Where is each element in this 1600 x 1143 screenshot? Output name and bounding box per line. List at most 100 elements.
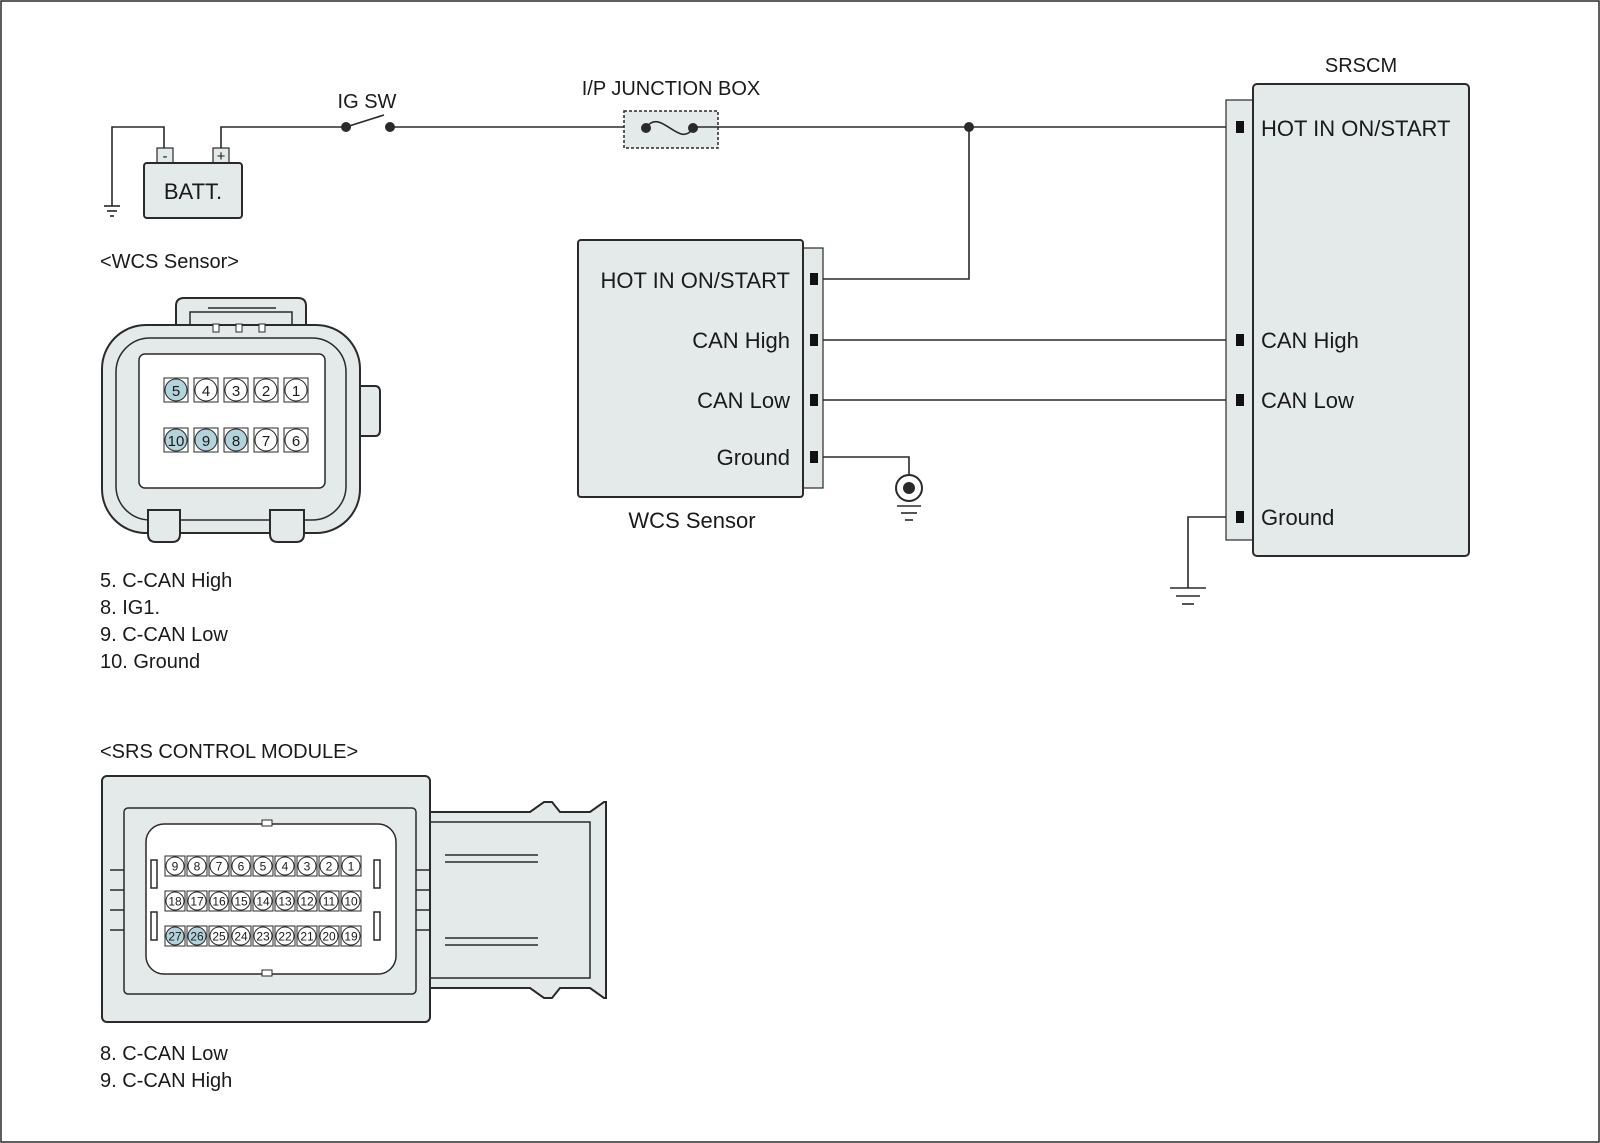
srs-pin-number: 26 — [190, 930, 204, 944]
srs-pin-2: 2 — [318, 855, 340, 877]
srs-guide-slot — [150, 859, 158, 889]
wcs-bottom-tab-left — [147, 509, 181, 543]
srs-pin-17: 17 — [186, 890, 208, 912]
wcs-pin-2: 2 — [253, 377, 279, 403]
wcs-sensor-caption: WCS Sensor — [628, 508, 755, 533]
wcs-pin-label-can-high: CAN High — [692, 328, 790, 353]
fuse-icon — [641, 120, 698, 136]
battery-positive-label: + — [217, 148, 226, 165]
srs-pin-number: 15 — [234, 895, 248, 909]
wcs-pin-label-ground: Ground — [717, 445, 790, 470]
srs-pin-legend: 8. C-CAN Low 9. C-CAN High — [100, 1043, 232, 1092]
srs-pin-6: 6 — [230, 855, 252, 877]
wcs-sensor-module: HOT IN ON/START CAN High CAN Low Ground — [577, 239, 824, 498]
srs-pin-number: 11 — [323, 895, 336, 909]
srs-pin-number: 9 — [172, 860, 179, 874]
srs-pin-24: 24 — [230, 925, 252, 947]
srs-pin-number: 27 — [168, 930, 182, 944]
srs-pin-number: 13 — [278, 895, 292, 909]
wcs-pin-number: 1 — [292, 383, 300, 400]
srs-pin-number: 8 — [194, 860, 201, 874]
wcs-pin-hot — [810, 273, 818, 285]
srs-pin-number: 24 — [234, 930, 248, 944]
srscm-ground-wire — [1187, 516, 1232, 588]
srs-pin-number: 18 — [168, 895, 182, 909]
ignition-switch-icon — [341, 114, 395, 132]
srs-pin-27: 27 — [164, 925, 186, 947]
battery-label: BATT. — [164, 179, 222, 204]
signal-ground-icon — [895, 474, 923, 521]
srs-pin-number: 4 — [282, 860, 289, 874]
wcs-pin-9: 9 — [193, 427, 219, 453]
wcs-pin-number: 7 — [262, 433, 270, 450]
wcs-pin-7: 7 — [253, 427, 279, 453]
splice-to-wcs-power-wire — [818, 127, 970, 280]
srs-pin-18: 18 — [164, 890, 186, 912]
wcs-pin-6: 6 — [283, 427, 309, 453]
srs-pin-14: 14 — [252, 890, 274, 912]
srscm-title: SRSCM — [1325, 55, 1397, 77]
srs-pin-number: 21 — [300, 930, 314, 944]
srs-pin-16: 16 — [208, 890, 230, 912]
srs-pin-21: 21 — [296, 925, 318, 947]
srscm-pin-can-high — [1236, 334, 1244, 346]
srs-pin-number: 20 — [322, 930, 336, 944]
battery-ground-wire — [111, 126, 165, 206]
srs-side-notches — [110, 869, 430, 931]
srs-connector-title: <SRS CONTROL MODULE> — [100, 741, 358, 763]
srs-pin-19: 19 — [340, 925, 362, 947]
wcs-pin-legend: 5. C-CAN High 8. IG1. 9. C-CAN Low 10. G… — [100, 570, 232, 673]
srs-pin-7: 7 — [208, 855, 230, 877]
srs-pin-number: 12 — [300, 895, 314, 909]
wcs-pin-number: 2 — [262, 383, 270, 400]
srs-pin-25: 25 — [208, 925, 230, 947]
srs-pin-number: 5 — [260, 860, 267, 874]
srs-pin-20: 20 — [318, 925, 340, 947]
srscm-pin-label-hot: HOT IN ON/START — [1261, 116, 1450, 141]
wcs-pin-can-low — [810, 394, 818, 406]
srs-pin-number: 22 — [278, 930, 292, 944]
wcs-legend-item: 8. IG1. — [100, 597, 160, 619]
srs-pin-number: 25 — [212, 930, 226, 944]
srscm-pin-ground — [1236, 511, 1244, 523]
srscm-module: HOT IN ON/START CAN High CAN Low Ground — [1225, 83, 1470, 557]
wcs-connector-title: <WCS Sensor> — [100, 251, 239, 273]
battery-positive-wire — [220, 126, 346, 148]
srs-pin-number: 14 — [256, 895, 270, 909]
wcs-legend-item: 10. Ground — [100, 651, 200, 673]
srs-guide-slot — [150, 911, 158, 941]
wcs-top-latch — [175, 297, 307, 331]
srs-pin-10: 10 — [340, 890, 362, 912]
wcs-pin-label-can-low: CAN Low — [697, 388, 790, 413]
wcs-ground-wire — [818, 456, 910, 474]
srs-pin-12: 12 — [296, 890, 318, 912]
wcs-legend-item: 9. C-CAN Low — [100, 624, 228, 646]
srs-pin-23: 23 — [252, 925, 274, 947]
wcs-pin-number: 3 — [232, 383, 240, 400]
wcs-pin-ground — [810, 451, 818, 463]
srs-guide-slot — [373, 911, 381, 941]
srs-pin-number: 7 — [216, 860, 223, 874]
srs-pin-15: 15 — [230, 890, 252, 912]
wcs-pin-label-hot: HOT IN ON/START — [601, 268, 790, 293]
srs-guide-slot — [373, 859, 381, 889]
wcs-pin-8: 8 — [223, 427, 249, 453]
srs-pin-number: 16 — [212, 895, 226, 909]
wcs-legend-item: 5. C-CAN High — [100, 570, 232, 592]
srs-pin-number: 6 — [238, 860, 245, 874]
wcs-pin-can-high — [810, 334, 818, 346]
srs-pin-11: 11 — [318, 890, 340, 912]
chassis-ground-icon — [104, 205, 120, 217]
battery-negative-label: - — [163, 148, 168, 165]
ignition-switch-label: IG SW — [338, 91, 397, 113]
srscm-pin-label-can-low: CAN Low — [1261, 388, 1354, 413]
srs-pin-13: 13 — [274, 890, 296, 912]
srs-pin-3: 3 — [296, 855, 318, 877]
wcs-pin-number: 4 — [202, 383, 210, 400]
srs-pin-number: 1 — [348, 860, 355, 874]
srs-pin-8: 8 — [186, 855, 208, 877]
srs-pin-number: 19 — [344, 930, 358, 944]
